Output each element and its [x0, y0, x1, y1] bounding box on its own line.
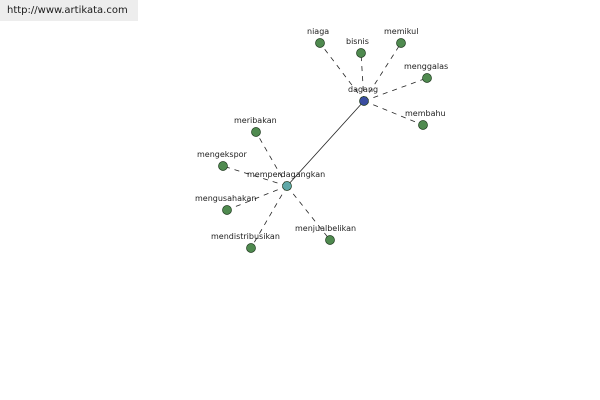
graph-nodes	[218, 38, 432, 253]
edge-dagang-menggalas	[363, 77, 428, 102]
node-memikul[interactable]	[396, 38, 406, 48]
node-mengekspor[interactable]	[218, 161, 228, 171]
node-dagang[interactable]	[359, 96, 369, 106]
node-label-memikul: memikul	[384, 27, 418, 36]
edge-memperdagangkan-mengekspor	[222, 165, 288, 187]
node-memperdagangkan[interactable]	[282, 181, 292, 191]
graph-labels: dagang memperdagangkan niaga bisnis memikul m…	[195, 27, 448, 241]
node-meribakan[interactable]	[251, 127, 261, 137]
node-bisnis[interactable]	[356, 48, 366, 58]
edge-memperdagangkan-mengusahakan	[226, 185, 288, 211]
edge-dagang-memperdagangkan	[286, 100, 365, 187]
graph-edges	[222, 42, 428, 249]
node-label-membahu: membahu	[405, 109, 446, 118]
node-label-menggalas: menggalas	[404, 62, 448, 71]
node-label-niaga: niaga	[307, 27, 329, 36]
node-niaga[interactable]	[315, 38, 325, 48]
node-label-bisnis: bisnis	[346, 37, 369, 46]
node-label-meribakan: meribakan	[234, 116, 277, 125]
node-label-memperdagangkan: memperdagangkan	[247, 170, 325, 179]
site-url: http://www.artikata.com	[0, 0, 138, 21]
edge-dagang-memikul	[363, 42, 402, 102]
edge-dagang-bisnis	[360, 52, 365, 102]
node-label-mengekspor: mengekspor	[197, 150, 248, 159]
node-mengusahakan[interactable]	[222, 205, 232, 215]
edge-dagang-niaga	[319, 42, 365, 102]
node-label-menjualbelikan: menjualbelikan	[295, 224, 356, 233]
node-menggalas[interactable]	[422, 73, 432, 83]
node-mendistribusikan[interactable]	[246, 243, 256, 253]
node-menjualbelikan[interactable]	[325, 235, 335, 245]
node-membahu[interactable]	[418, 120, 428, 130]
node-label-mengusahakan: mengusahakan	[195, 194, 256, 203]
node-label-mendistribusikan: mendistribusikan	[211, 232, 280, 241]
edge-memperdagangkan-mendistribusikan	[250, 185, 288, 249]
edge-dagang-membahu	[363, 100, 424, 126]
edge-memperdagangkan-meribakan	[255, 131, 288, 187]
edge-memperdagangkan-menjualbelikan	[286, 185, 331, 241]
node-label-dagang: dagang	[348, 85, 378, 94]
